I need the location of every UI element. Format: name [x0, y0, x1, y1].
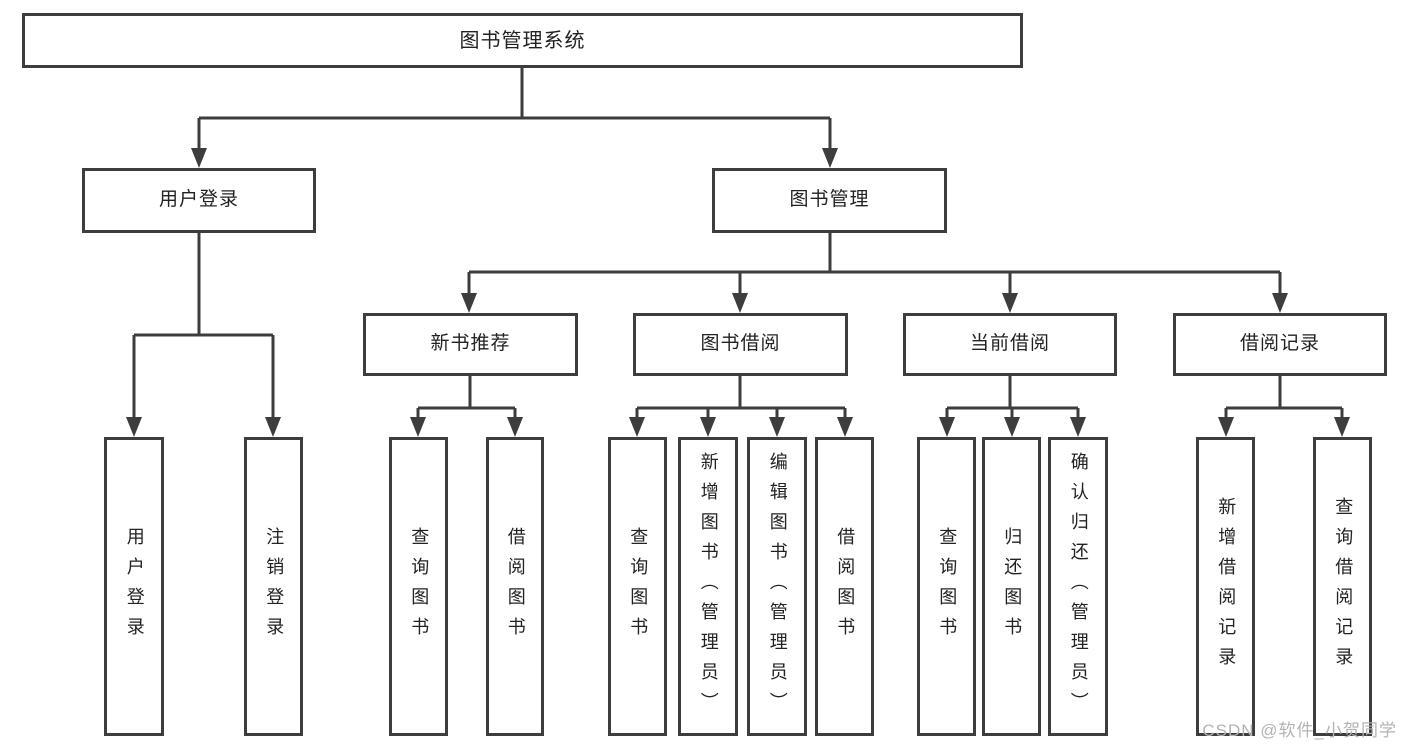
connector-user-login-branch: [126, 233, 281, 437]
arrow-down-icon: [1334, 417, 1350, 437]
arrow-down-icon: [1272, 293, 1288, 313]
connector-current-borrow-branch: [939, 376, 1086, 437]
node-current-borrow: 当前借阅: [903, 313, 1117, 376]
leaf-add-borrow-record: 新增借阅记录: [1196, 437, 1255, 736]
connector-book-management-branch: [461, 233, 1288, 313]
leaf-edit-books-admin: 编辑图书（管理员）: [747, 437, 807, 736]
leaf-query-borrow-record: 查询借阅记录: [1313, 437, 1372, 736]
leaf-add-books-admin: 新增图书（管理员）: [678, 437, 738, 736]
connector-borrow-records-branch: [1218, 376, 1350, 437]
csdn-watermark: CSDN @软件_小贺同学: [1202, 721, 1397, 740]
arrow-down-icon: [837, 417, 853, 437]
leaf-return-books: 归还图书: [982, 437, 1041, 736]
node-book-borrow: 图书借阅: [633, 313, 848, 376]
connector-new-book-recommend-branch: [410, 376, 523, 437]
arrow-down-icon: [700, 417, 716, 437]
arrow-down-icon: [461, 293, 477, 313]
leaf-logout: 注销登录: [244, 437, 303, 736]
arrow-down-icon: [1218, 417, 1234, 437]
arrow-down-icon: [629, 417, 645, 437]
arrow-down-icon: [939, 417, 955, 437]
connector-book-borrow-branch: [629, 376, 853, 437]
arrow-down-icon: [732, 293, 748, 313]
node-root-system: 图书管理系统: [22, 13, 1023, 68]
arrow-down-icon: [822, 148, 838, 168]
arrow-down-icon: [507, 417, 523, 437]
arrow-down-icon: [1004, 417, 1020, 437]
leaf-user-login: 用户登录: [104, 437, 164, 736]
arrow-down-icon: [126, 417, 142, 437]
node-user-login: 用户登录: [82, 168, 316, 233]
leaf-query-books-borrow: 查询图书: [608, 437, 667, 736]
node-book-management: 图书管理: [712, 168, 947, 233]
leaf-query-books-recommend: 查询图书: [389, 437, 448, 736]
leaf-query-books-current: 查询图书: [917, 437, 976, 736]
arrow-down-icon: [191, 148, 207, 168]
connector-root-trunk: [191, 68, 838, 168]
arrow-down-icon: [265, 417, 281, 437]
node-borrow-records: 借阅记录: [1173, 313, 1387, 376]
leaf-borrow-books-recommend: 借阅图书: [486, 437, 544, 736]
arrow-down-icon: [769, 417, 785, 437]
node-new-book-recommend: 新书推荐: [363, 313, 578, 376]
leaf-borrow-books: 借阅图书: [815, 437, 874, 736]
arrow-down-icon: [1002, 293, 1018, 313]
arrow-down-icon: [1070, 417, 1086, 437]
arrow-down-icon: [410, 417, 426, 437]
leaf-confirm-return-admin: 确认归还（管理员）: [1048, 437, 1108, 736]
